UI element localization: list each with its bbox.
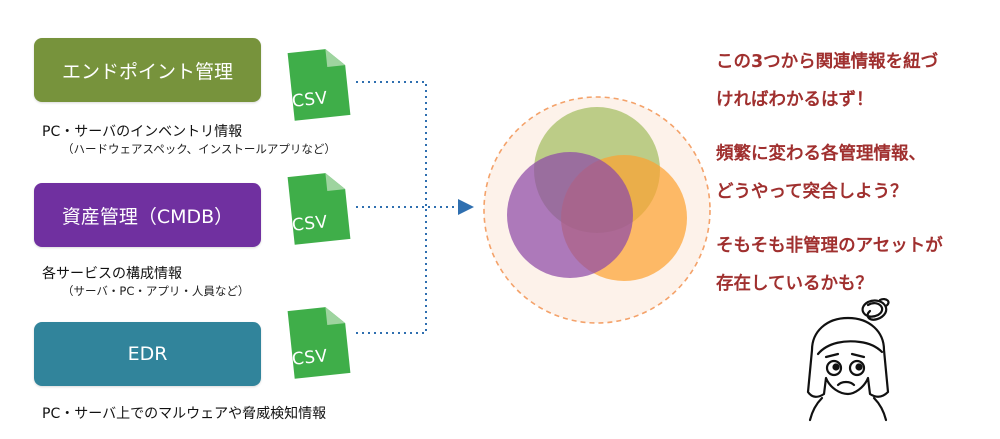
csv-label-edr: CSV bbox=[291, 346, 329, 370]
note-line-5: そもそも非管理のアセットが bbox=[716, 236, 943, 256]
venn-circle-cmdb bbox=[507, 152, 633, 278]
note-line-2: ければわかるはず！ bbox=[716, 90, 874, 110]
edr-box: EDR bbox=[34, 322, 261, 386]
cmdb-box: 資産管理（CMDB） bbox=[34, 183, 261, 247]
cmdb-desc: 各サービスの構成情報 bbox=[42, 266, 182, 282]
connector-edr bbox=[356, 207, 427, 334]
endpoint-management-box: エンドポイント管理 bbox=[34, 38, 261, 102]
note-line-6: 存在しているかも？ bbox=[716, 274, 873, 294]
edr-desc: PC・サーバ上でのマルウェアや脅威検知情報 bbox=[42, 406, 327, 422]
csv-label-endpoint: CSV bbox=[291, 88, 329, 112]
csv-file-icon bbox=[287, 173, 351, 245]
edr-label: EDR bbox=[127, 343, 168, 365]
venn-diagram bbox=[483, 96, 711, 324]
note-line-4: どうやって突合しよう？ bbox=[716, 182, 908, 202]
connector-endpoint bbox=[356, 81, 427, 207]
cmdb-label: 資産管理（CMDB） bbox=[61, 205, 234, 228]
csv-file-icon bbox=[287, 49, 351, 121]
confused-person-icon bbox=[806, 298, 890, 422]
endpoint-management-label: エンドポイント管理 bbox=[61, 60, 233, 83]
connector-lines bbox=[356, 81, 474, 334]
note-line-1: この3つから関連情報を紐づ bbox=[716, 52, 939, 72]
endpoint-desc-sub: （ハードウェアスペック、インストールアプリなど） bbox=[62, 142, 336, 156]
csv-label-cmdb: CSV bbox=[291, 212, 329, 236]
csv-file-icon bbox=[287, 307, 351, 379]
endpoint-desc: PC・サーバのインベントリ情報 bbox=[42, 124, 243, 140]
note-line-3: 頻繁に変わる各管理情報、 bbox=[716, 144, 926, 164]
cmdb-desc-sub: （サーバ・PC・アプリ・人員など） bbox=[62, 284, 250, 298]
